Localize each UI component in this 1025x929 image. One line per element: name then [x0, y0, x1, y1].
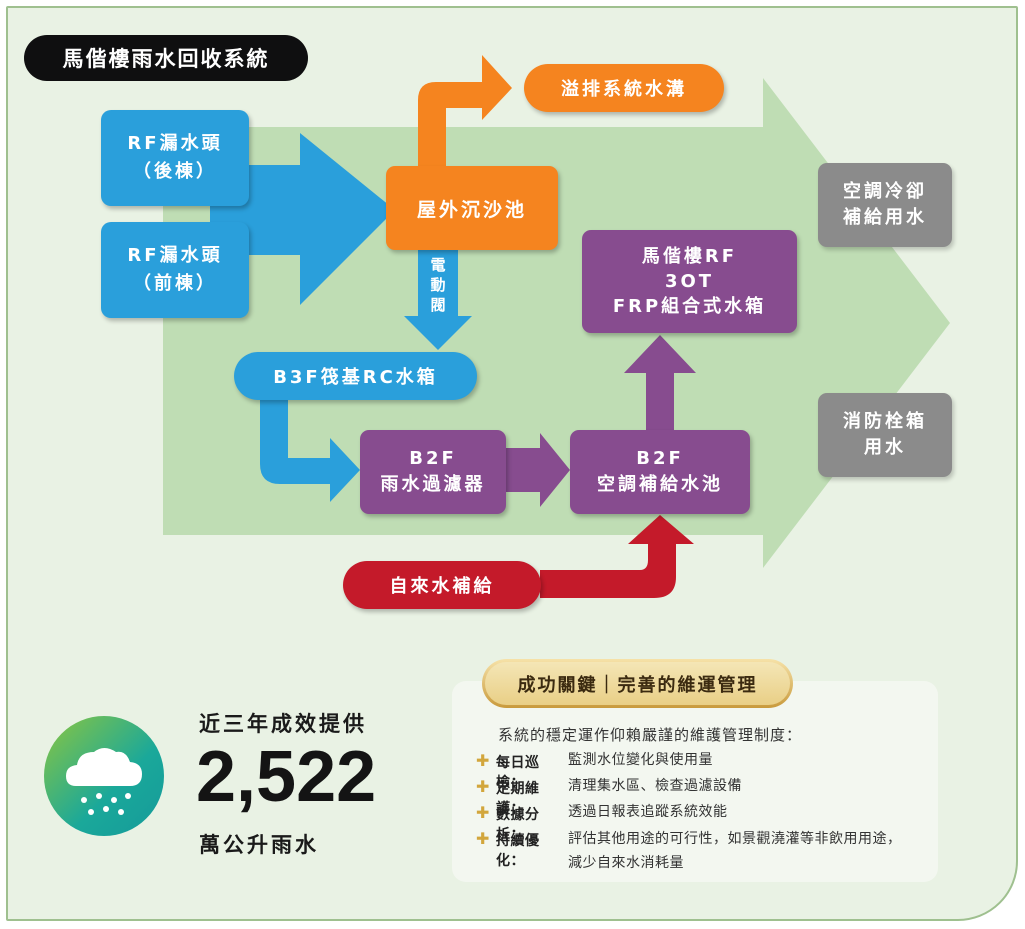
b3f-rc-tank: B3F筏基RC水箱 — [234, 352, 477, 400]
item-text: 監測水位變化與使用量 — [568, 752, 713, 768]
key-title-badge: 成功關鍵｜完善的維運管理 — [482, 659, 793, 708]
list-item: ✚ 定期維護： 清理集水區、檢查過濾設備 — [476, 778, 928, 818]
rf-head-back: RF漏水頭 （後棟） — [101, 110, 249, 206]
stat-value: 2,522 — [196, 737, 377, 817]
item-text: 清理集水區、檢查過濾設備 — [568, 778, 742, 794]
rf-frp-water-tank: 馬偕樓RF 3OT FRP組合式水箱 — [582, 230, 797, 333]
b3f-to-filter-arrow — [260, 395, 360, 502]
overflow-arrow — [418, 55, 512, 172]
pool-to-rf-tank-arrow — [624, 335, 696, 432]
tap-water-supply: 自來水補給 — [343, 561, 541, 609]
b2f-ac-supply-pool: B2F 空調補給水池 — [570, 430, 750, 514]
plus-icon: ✚ — [476, 751, 490, 770]
b2f-rain-filter: B2F 雨水過濾器 — [360, 430, 506, 514]
key-title: 成功關鍵｜完善的維運管理 — [485, 662, 790, 705]
stat-label-bottom: 萬公升雨水 — [199, 833, 319, 857]
fire-hydrant-water: 消防栓箱 用水 — [818, 393, 952, 477]
list-item: ✚ 數據分析： 透過日報表追蹤系統效能 — [476, 804, 928, 844]
rf-inflow-arrow — [210, 133, 395, 305]
stat-label-top: 近三年成效提供 — [199, 712, 367, 736]
item-label: 定期維護： — [496, 781, 540, 817]
filter-to-pool-arrow — [505, 433, 570, 507]
item-text: 評估其他用途的可行性，如景觀澆灌等非飲用用途， 減少自來水消耗量 — [568, 831, 902, 871]
plus-icon: ✚ — [476, 829, 490, 848]
list-item: ✚ 每日巡檢： 監測水位變化與使用量 — [476, 752, 928, 792]
item-text: 透過日報表追蹤系統效能 — [568, 804, 728, 820]
electric-valve-label: 電動閥 — [430, 256, 446, 314]
item-label: 持續優化： — [496, 833, 540, 869]
overflow-drain: 溢排系統水溝 — [524, 64, 724, 112]
page-title: 馬偕樓雨水回收系統 — [24, 35, 308, 81]
plus-icon: ✚ — [476, 777, 490, 796]
ac-cooling-water: 空調冷卻 補給用水 — [818, 163, 952, 247]
maintenance-panel — [452, 681, 938, 882]
main-green-arrow — [163, 78, 950, 568]
key-intro: 系統的穩定運作仰賴嚴謹的維護管理制度： — [498, 726, 803, 744]
sand-settling-tank: 屋外沉沙池 — [386, 166, 558, 250]
rf-head-front: RF漏水頭 （前棟） — [101, 222, 249, 318]
item-label: 數據分析： — [496, 807, 540, 843]
tap-supply-arrow — [540, 515, 694, 598]
valve-down-arrow — [404, 248, 472, 350]
rain-cloud-icon — [44, 716, 164, 836]
list-item: ✚ 持續優化： 評估其他用途的可行性，如景觀澆灌等非飲用用途， 減少自來水消耗量 — [476, 830, 928, 875]
item-label: 每日巡檢： — [496, 755, 540, 791]
plus-icon: ✚ — [476, 803, 490, 822]
